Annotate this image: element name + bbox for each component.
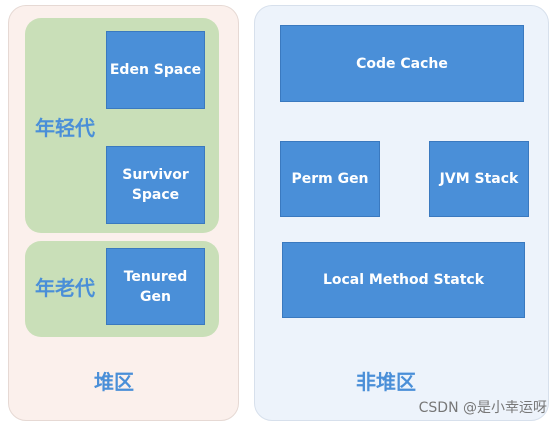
code-cache-box: Code Cache: [280, 25, 524, 102]
jvm-stack-box: JVM Stack: [429, 141, 529, 217]
watermark-text: CSDN @是小幸运呀: [418, 400, 547, 416]
non-heap-region-label: 非堆区: [356, 370, 416, 394]
tenured-gen-box: Tenured Gen: [106, 248, 205, 325]
young-generation-label: 年轻代: [35, 116, 95, 140]
heap-region-label: 堆区: [94, 370, 134, 394]
perm-gen-box: Perm Gen: [280, 141, 380, 217]
survivor-space-box: Survivor Space: [106, 146, 205, 224]
old-generation-label: 年老代: [35, 276, 95, 300]
local-method-stack-box: Local Method Statck: [282, 242, 525, 318]
eden-space-box: Eden Space: [106, 31, 205, 109]
